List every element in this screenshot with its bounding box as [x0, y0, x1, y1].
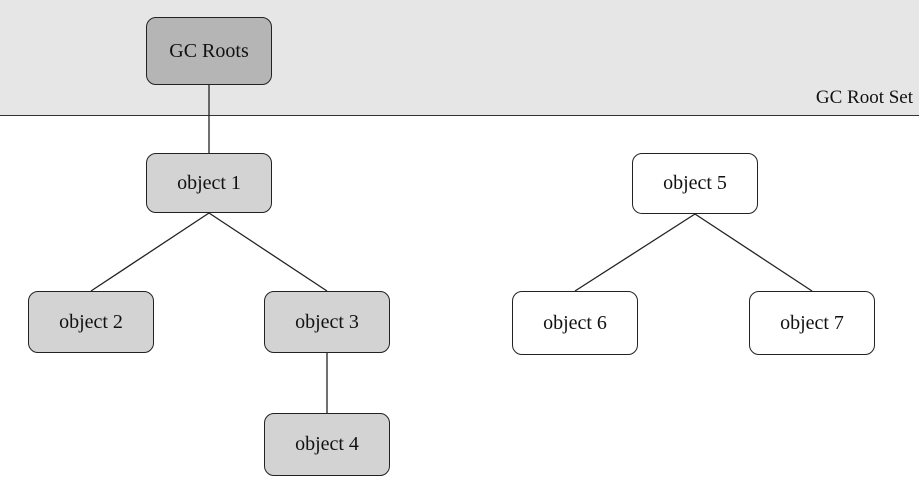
edge-object5-object6 — [574, 213, 696, 292]
object-2-node: object 2 — [28, 291, 154, 353]
object-6-label: object 6 — [543, 311, 607, 334]
object-3-label: object 3 — [295, 310, 359, 333]
object-5-node: object 5 — [632, 153, 758, 214]
edge-object1-object3 — [208, 212, 328, 292]
gc-roots-label: GC Roots — [169, 39, 249, 62]
object-2-label: object 2 — [59, 310, 123, 333]
object-7-node: object 7 — [749, 291, 875, 355]
object-1-label: object 1 — [177, 171, 241, 194]
object-4-node: object 4 — [264, 413, 390, 476]
gc-root-set-label: GC Root Set — [815, 87, 913, 108]
object-5-label: object 5 — [663, 172, 727, 194]
object-3-node: object 3 — [264, 291, 390, 353]
edge-object1-object2 — [90, 212, 210, 292]
object-6-node: object 6 — [512, 291, 638, 355]
object-7-label: object 7 — [780, 311, 844, 334]
edge-object5-object7 — [694, 213, 813, 292]
object-4-label: object 4 — [295, 433, 359, 455]
gc-roots-node: GC Roots — [146, 17, 272, 85]
object-1-node: object 1 — [146, 153, 272, 213]
